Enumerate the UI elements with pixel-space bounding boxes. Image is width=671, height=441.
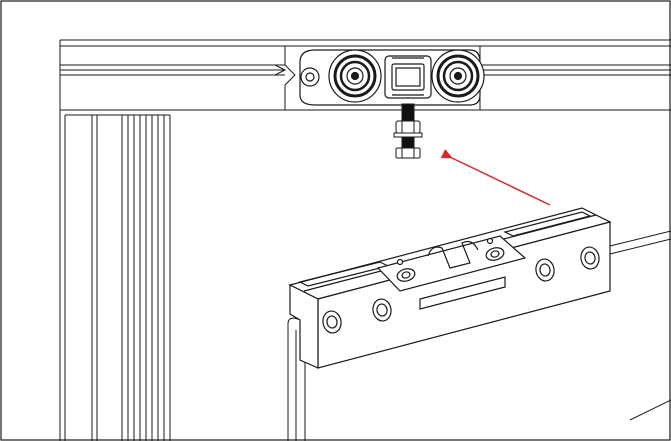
door-panel — [287, 230, 671, 441]
insertion-arrow — [440, 149, 551, 206]
side-frame-post — [59, 110, 171, 441]
door-top-bracket — [288, 207, 612, 369]
hanger-bolt — [393, 103, 423, 159]
roller-trolley — [299, 49, 485, 106]
right-wheel — [431, 49, 485, 103]
left-wheel — [328, 49, 382, 103]
front-screw-holes — [322, 246, 600, 334]
